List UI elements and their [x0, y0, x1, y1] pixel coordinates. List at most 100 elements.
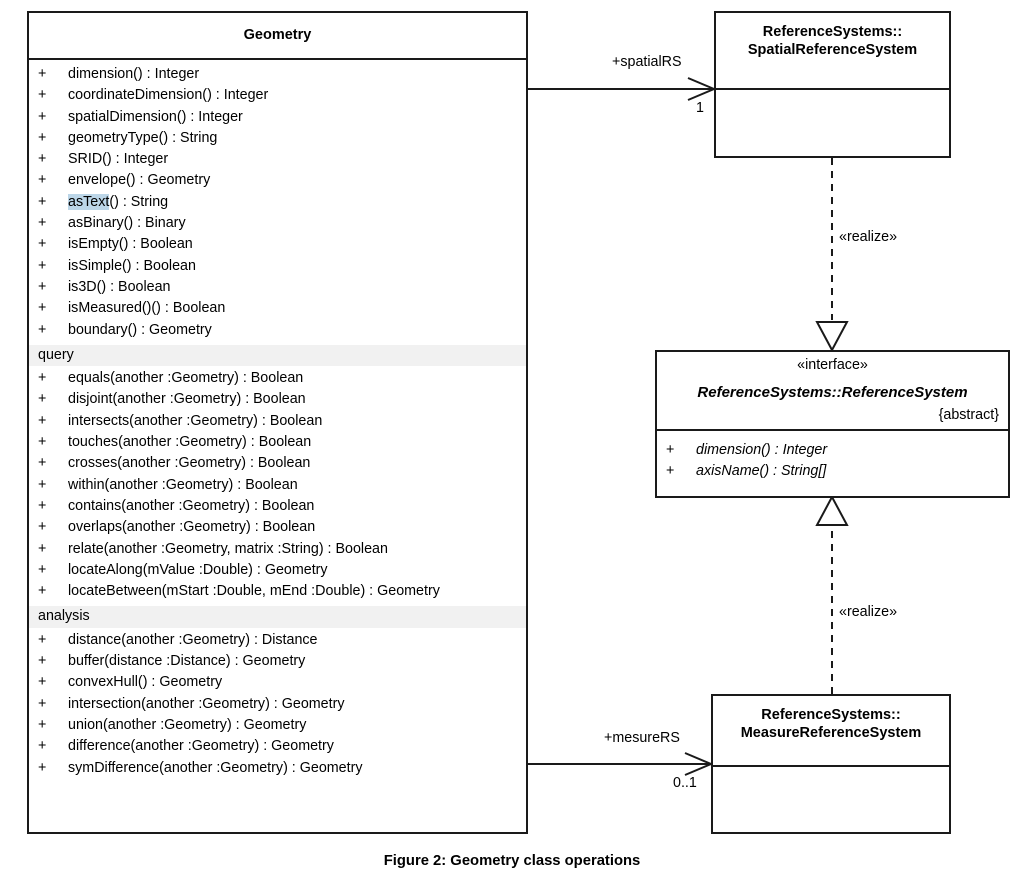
visibility-marker: +: [38, 412, 47, 429]
class-geometry-title: Geometry: [29, 13, 526, 60]
operation-signature: dimension() : Integer: [68, 66, 200, 82]
operation-row[interactable]: + envelope() : Geometry: [29, 170, 526, 191]
operation-row[interactable]: + isMeasured()() : Boolean: [29, 298, 526, 319]
realization-spatial-stereotype-label: «realize»: [839, 229, 898, 245]
visibility-marker: +: [38, 236, 47, 253]
association-spatial-role-label: +spatialRS: [612, 54, 682, 70]
operation-row[interactable]: + boundary() : Geometry: [29, 320, 526, 341]
operation-row[interactable]: + within(another :Geometry) : Boolean: [29, 475, 526, 496]
compartment-empty: [713, 767, 949, 833]
visibility-marker: +: [38, 257, 47, 274]
operation-row[interactable]: + locateAlong(mValue :Double) : Geometry: [29, 560, 526, 581]
compartment-analysis: + distance(another :Geometry) : Distance…: [29, 628, 526, 783]
operation-signature: intersection(another :Geometry) : Geomet…: [68, 695, 345, 712]
qualifier-line: ReferenceSystems::: [762, 24, 903, 40]
operation-signature: locateBetween(mStart :Double, mEnd :Doub…: [68, 583, 440, 600]
visibility-marker: +: [38, 759, 47, 776]
operation-signature: contains(another :Geometry) : Boolean: [68, 497, 315, 514]
operation-signature: spatialDimension() : Integer: [68, 108, 243, 125]
operation-signature: crosses(another :Geometry) : Boolean: [68, 455, 311, 472]
operation-row[interactable]: + contains(another :Geometry) : Boolean: [29, 496, 526, 517]
visibility-marker: +: [38, 738, 47, 755]
operation-row-selected[interactable]: + asText() : String: [29, 192, 526, 213]
operation-row[interactable]: + isSimple() : Boolean: [29, 256, 526, 277]
operation-row[interactable]: + dimension() : Integer: [657, 440, 1008, 461]
visibility-marker: +: [38, 108, 47, 125]
operation-row[interactable]: + disjoint(another :Geometry) : Boolean: [29, 389, 526, 410]
operation-row[interactable]: + symDifference(another :Geometry) : Geo…: [29, 758, 526, 779]
visibility-marker: +: [38, 129, 47, 146]
operation-row[interactable]: + intersects(another :Geometry) : Boolea…: [29, 411, 526, 432]
operation-row[interactable]: + intersection(another :Geometry) : Geom…: [29, 694, 526, 715]
visibility-marker: +: [38, 278, 47, 295]
visibility-marker: +: [38, 540, 47, 557]
section-band-query: query: [29, 344, 526, 367]
association-measure-multiplicity-label: 0..1: [673, 775, 697, 791]
operation-signature: overlaps(another :Geometry) : Boolean: [68, 519, 316, 536]
realization-spatial: [815, 158, 849, 353]
association-spatial-multiplicity-label: 1: [696, 100, 704, 116]
visibility-marker: +: [38, 215, 47, 232]
association-measure: [528, 752, 714, 776]
class-reference-system-interface[interactable]: «interface» ReferenceSystems::ReferenceS…: [655, 350, 1010, 498]
realization-measure-stereotype-label: «realize»: [839, 604, 898, 620]
class-geometry[interactable]: Geometry + dimension() : Integer + coord…: [27, 11, 528, 834]
operation-signature: equals(another :Geometry) : Boolean: [68, 370, 304, 387]
operation-row[interactable]: + touches(another :Geometry) : Boolean: [29, 432, 526, 453]
class-measure-reference-system[interactable]: ReferenceSystems:: MeasureReferenceSyste…: [711, 694, 951, 834]
qualifier-line: ReferenceSystems::: [761, 707, 901, 723]
operation-signature: SRID() : Integer: [68, 151, 169, 168]
operation-signature: is3D() : Boolean: [68, 278, 171, 295]
operation-signature: asText() : String: [68, 193, 169, 210]
operation-signature: difference(another :Geometry) : Geometry: [68, 738, 334, 755]
interface-stereotype: «interface»: [797, 357, 868, 373]
operation-row[interactable]: + locateBetween(mStart :Double, mEnd :Do…: [29, 581, 526, 602]
operation-row[interactable]: + dimension() : Integer: [29, 64, 526, 85]
operation-row[interactable]: + isEmpty() : Boolean: [29, 234, 526, 255]
operation-row[interactable]: + equals(another :Geometry) : Boolean: [29, 368, 526, 389]
compartment-query: + equals(another :Geometry) : Boolean + …: [29, 366, 526, 606]
visibility-marker: +: [38, 583, 47, 600]
operation-row[interactable]: + coordinateDimension() : Integer: [29, 85, 526, 106]
visibility-marker: +: [666, 442, 675, 458]
operation-row[interactable]: + spatialDimension() : Integer: [29, 107, 526, 128]
operation-row[interactable]: + convexHull() : Geometry: [29, 672, 526, 693]
realization-measure: [815, 494, 849, 694]
compartment-empty: [716, 90, 949, 156]
operation-row[interactable]: + geometryType() : String: [29, 128, 526, 149]
operation-row[interactable]: + buffer(distance :Distance) : Geometry: [29, 651, 526, 672]
visibility-marker: +: [38, 497, 47, 514]
operation-signature: touches(another :Geometry) : Boolean: [68, 434, 312, 451]
operation-signature: boundary() : Geometry: [68, 321, 212, 338]
operation-signature: convexHull() : Geometry: [68, 674, 223, 691]
operation-row[interactable]: + asBinary() : Binary: [29, 213, 526, 234]
operation-row[interactable]: + difference(another :Geometry) : Geomet…: [29, 736, 526, 757]
compartment-interface-operations: + dimension() : Integer + axisName() : S…: [657, 431, 1008, 487]
visibility-marker: +: [38, 519, 47, 536]
operation-signature: disjoint(another :Geometry) : Boolean: [68, 391, 306, 408]
class-name-line: SpatialReferenceSystem: [747, 42, 918, 58]
operation-row[interactable]: + axisName() : String[]: [657, 461, 1008, 482]
figure-caption: Figure 2: Geometry class operations: [383, 853, 641, 869]
visibility-marker: +: [38, 716, 47, 733]
section-band-analysis: analysis: [29, 606, 526, 628]
interface-header: «interface» ReferenceSystems::ReferenceS…: [657, 352, 1008, 431]
operation-signature: isMeasured()() : Boolean: [68, 300, 226, 317]
operation-row[interactable]: + is3D() : Boolean: [29, 277, 526, 298]
class-measure-reference-system-title: ReferenceSystems:: MeasureReferenceSyste…: [713, 696, 949, 767]
operation-row[interactable]: + overlaps(another :Geometry) : Boolean: [29, 517, 526, 538]
class-spatial-reference-system[interactable]: ReferenceSystems:: SpatialReferenceSyste…: [714, 11, 951, 158]
operation-signature: locateAlong(mValue :Double) : Geometry: [68, 561, 328, 578]
operation-row[interactable]: + relate(another :Geometry, matrix :Stri…: [29, 539, 526, 560]
operation-row[interactable]: + crosses(another :Geometry) : Boolean: [29, 453, 526, 474]
operation-row[interactable]: + distance(another :Geometry) : Distance: [29, 630, 526, 651]
visibility-marker: +: [666, 463, 675, 480]
visibility-marker: +: [38, 674, 47, 691]
visibility-marker: +: [38, 653, 47, 670]
operation-row[interactable]: + union(another :Geometry) : Geometry: [29, 715, 526, 736]
operation-signature: buffer(distance :Distance) : Geometry: [68, 653, 306, 670]
operation-signature: isSimple() : Boolean: [68, 257, 196, 274]
visibility-marker: +: [38, 151, 47, 168]
operation-row[interactable]: + SRID() : Integer: [29, 149, 526, 170]
